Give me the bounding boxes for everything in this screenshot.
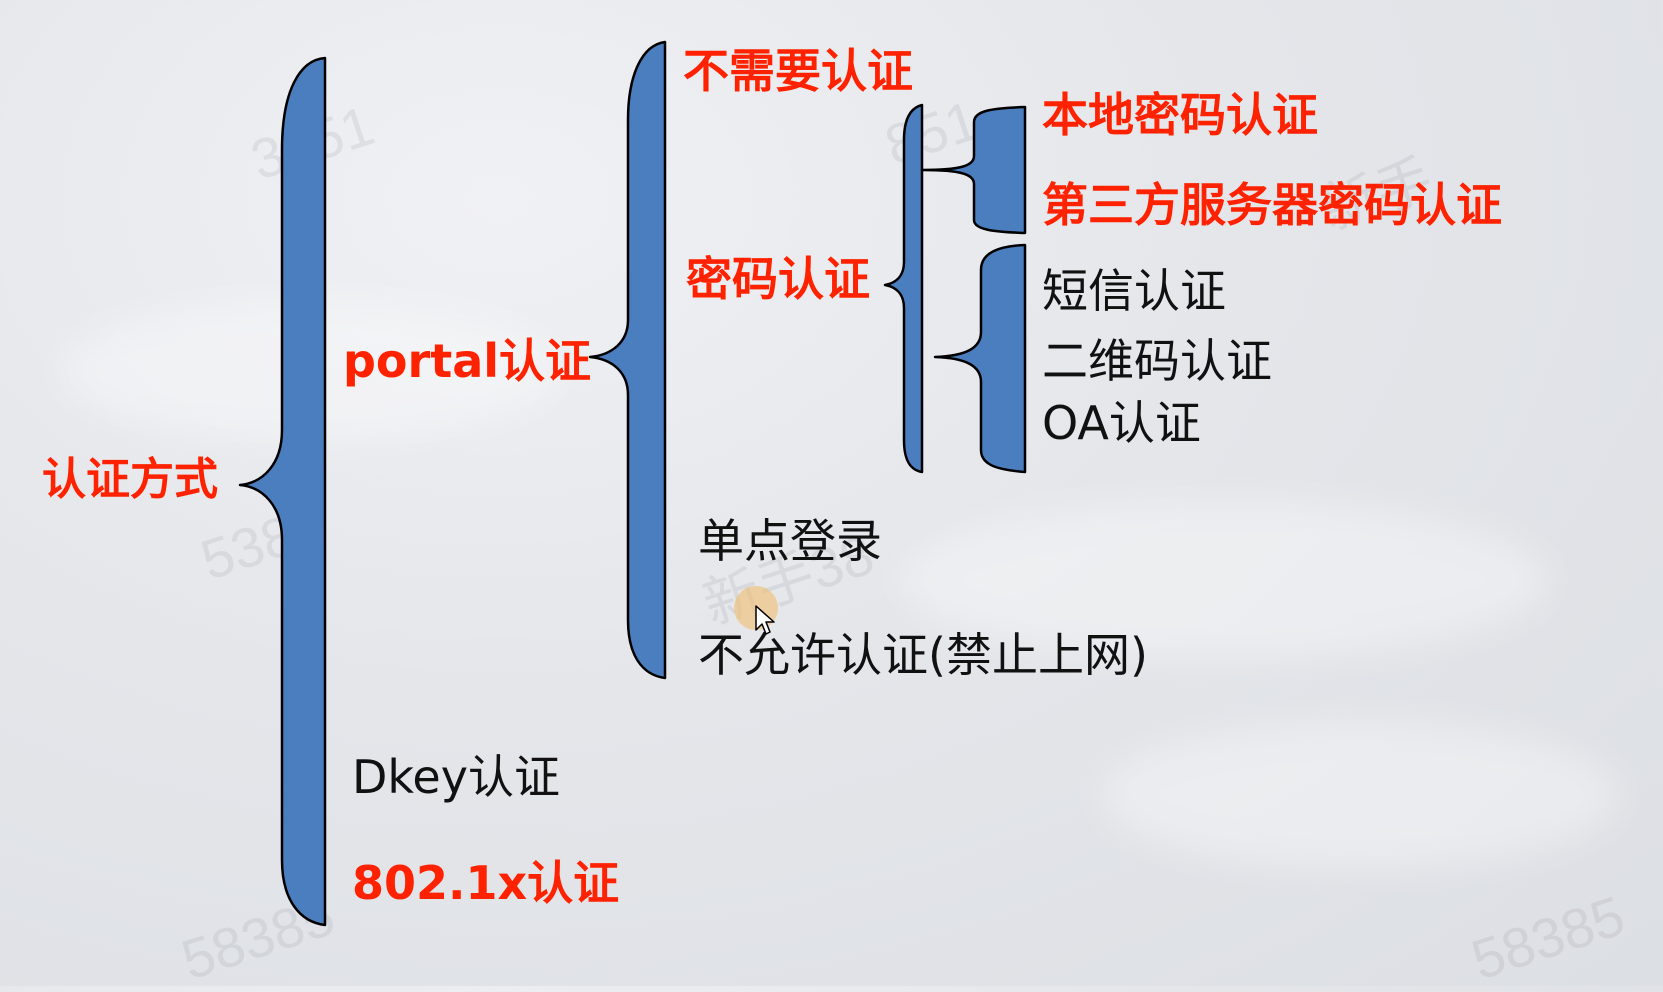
- node-third-party-password: 第三方服务器密码认证: [1042, 178, 1502, 232]
- portal-brace: [588, 40, 667, 680]
- node-qrcode-auth: 二维码认证: [1042, 334, 1272, 388]
- password-group-a-brace: [920, 105, 1027, 235]
- background-streak: [1100, 720, 1620, 870]
- mouse-pointer-icon: [755, 605, 775, 635]
- node-auth-forbidden: 不允许认证(禁止上网): [698, 628, 1148, 682]
- node-no-auth-required: 不需要认证: [683, 44, 913, 98]
- node-8021x: 802.1x认证: [352, 856, 620, 910]
- node-sms-auth: 短信认证: [1042, 264, 1226, 318]
- node-oa-auth: OA认证: [1042, 396, 1201, 450]
- node-sso: 单点登录: [698, 514, 882, 568]
- password-group-b-brace: [933, 243, 1027, 474]
- password-brace: [883, 103, 924, 474]
- node-local-password: 本地密码认证: [1042, 88, 1318, 142]
- node-password-auth: 密码认证: [686, 252, 870, 306]
- root-node-label: 认证方式: [42, 454, 218, 505]
- root-brace: [238, 56, 327, 927]
- background-streak: [900, 500, 1550, 660]
- node-dkey: Dkey认证: [352, 750, 560, 804]
- node-portal: portal认证: [343, 334, 592, 388]
